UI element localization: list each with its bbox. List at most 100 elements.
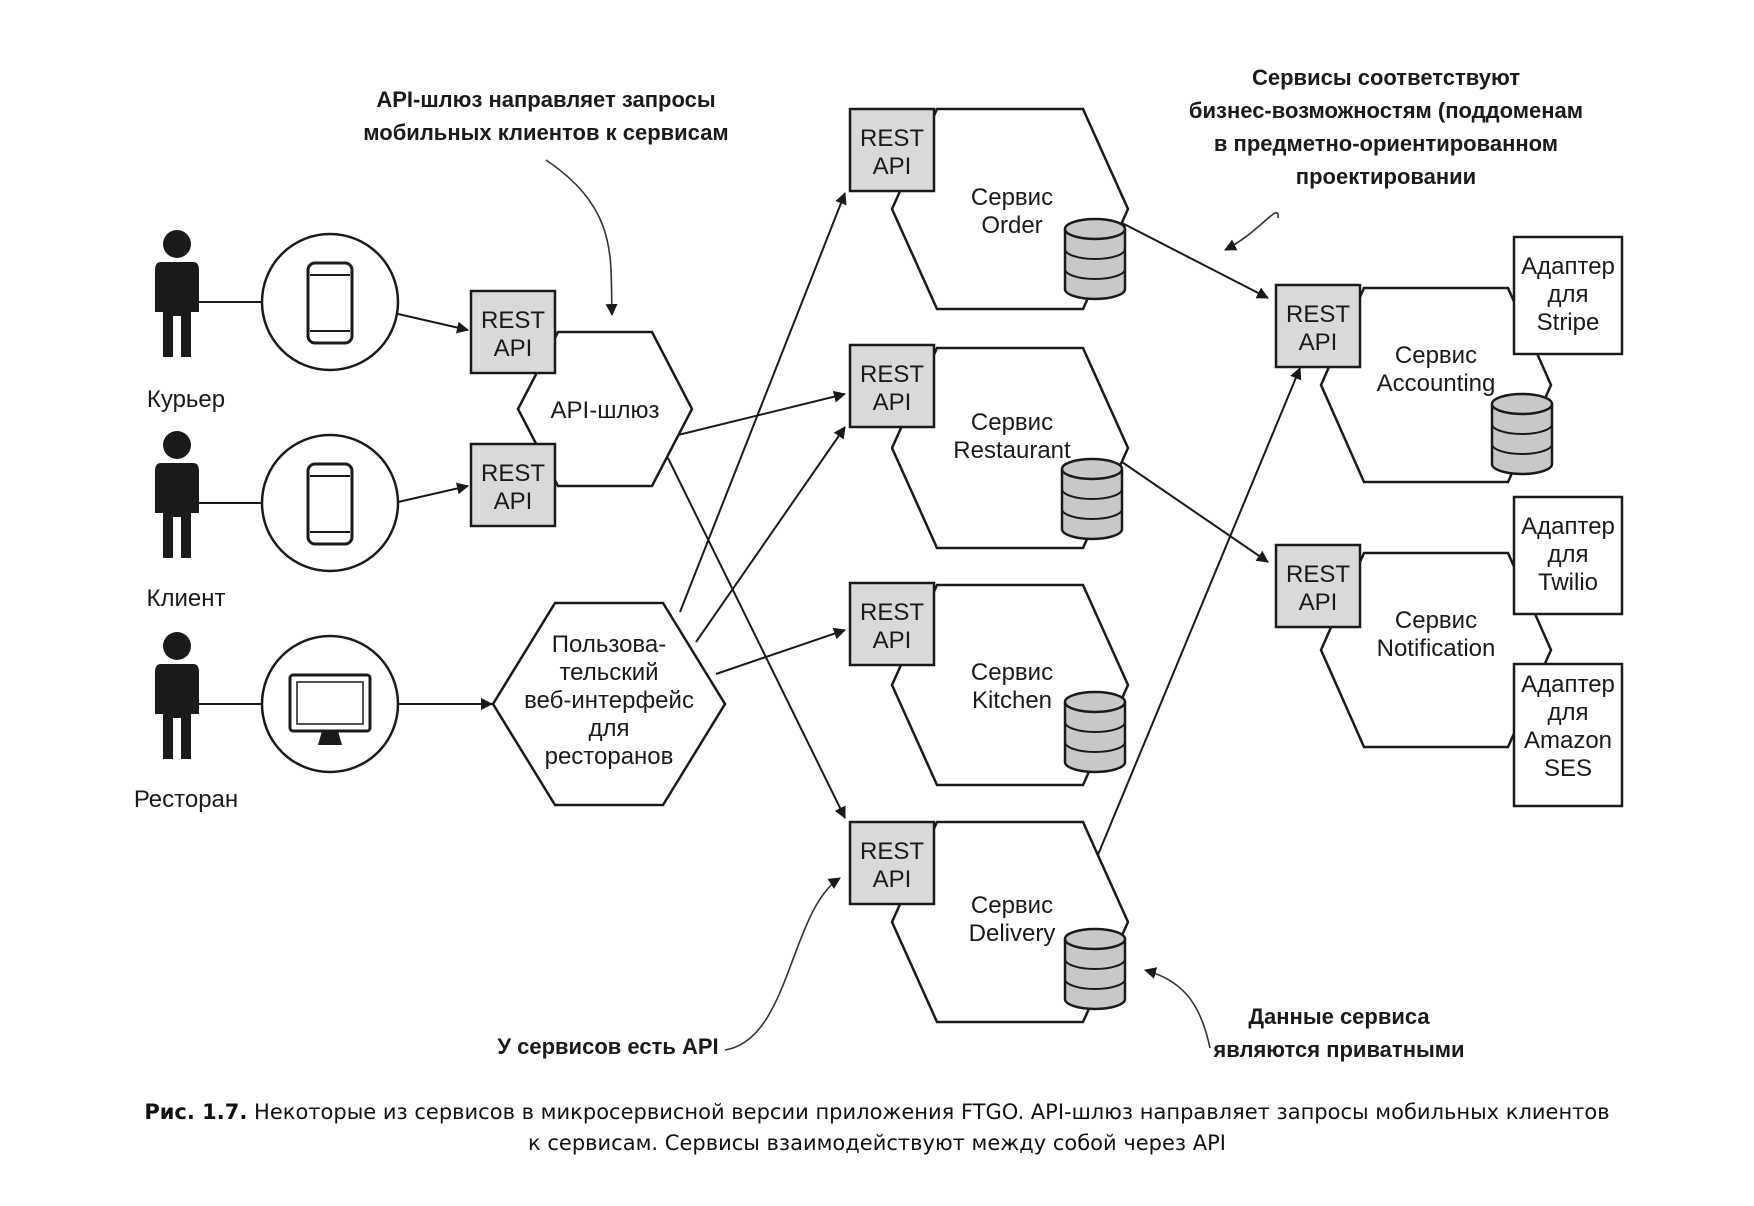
restaurant-service-label-line-1: Сервис — [971, 409, 1053, 436]
api-gateway-hexagon — [516, 330, 694, 488]
connectors — [196, 159, 1302, 1051]
actor-courier: Курьер — [147, 230, 225, 413]
caption-text-1: Некоторые из сервисов в микросервисной в… — [254, 1100, 1610, 1124]
rest-api-label-line-2: API — [1299, 329, 1338, 356]
rest-api-label-line-1: REST — [860, 599, 924, 626]
kitchen-service: Сервис Kitchen — [890, 583, 1130, 787]
restaurant-label: Ресторан — [134, 786, 238, 813]
order-to-accounting-arrow — [1121, 222, 1269, 299]
restaurant-database-icon — [1060, 457, 1124, 541]
ses-adapter-line-4: SES — [1544, 755, 1592, 782]
webui-to-order-arrow — [679, 192, 847, 613]
rest-api-label-line-2: API — [494, 488, 533, 515]
notification-rest-api: REST API — [1274, 543, 1362, 629]
accounting-service-label-line-2: Accounting — [1377, 370, 1496, 397]
delivery-service-label-line-2: Delivery — [969, 920, 1056, 947]
gateway-note-pointer — [545, 159, 618, 316]
rest-api-label-line-2: API — [1299, 589, 1338, 616]
note-services-have-api: У сервисов есть API — [497, 1034, 718, 1059]
gateway-to-delivery-arrow — [667, 457, 846, 819]
restaurant-web-ui: Пользова- тельский веб-интерфейс для рес… — [491, 601, 727, 807]
phone2-to-gateway-arrow — [397, 482, 469, 503]
web-ui-label-line-4: для — [588, 715, 629, 742]
webui-to-kitchen-arrow — [715, 627, 846, 675]
delivery-service-label-line-1: Сервис — [971, 892, 1053, 919]
note-gateway: API-шлюз направляет запросы мобильных кл… — [363, 87, 728, 145]
note-services-line-2: бизнес-возможностям (поддоменам — [1189, 98, 1583, 123]
notification-service-label-line-2: Notification — [1377, 635, 1496, 662]
restaurant-person-icon — [155, 632, 199, 759]
twilio-adapter-line-3: Twilio — [1538, 569, 1598, 596]
note-private-line-2: являются приватными — [1212, 1037, 1464, 1062]
actor-client: Клиент — [147, 431, 226, 612]
web-ui-label-line-5: ресторанов — [545, 743, 674, 770]
rest-api-label-line-2: API — [494, 335, 533, 362]
order-service-label-line-2: Order — [981, 212, 1042, 239]
monitor-icon — [288, 673, 372, 745]
rest-api-label-line-1: REST — [1286, 561, 1350, 588]
accounting-rest-api: REST API — [1274, 283, 1362, 369]
order-service-label-line-1: Сервис — [971, 184, 1053, 211]
note-services-line-4: проектировании — [1296, 164, 1476, 189]
stripe-adapter-line-2: для — [1547, 281, 1588, 308]
stripe-adapter: Адаптер для Stripe — [1512, 235, 1624, 356]
private-note-pointer — [1144, 967, 1211, 1049]
rest-api-label-line-1: REST — [860, 838, 924, 865]
order-service: Сервис Order — [890, 107, 1130, 311]
client-label: Клиент — [147, 585, 226, 612]
rest-api-label-line-1: REST — [1286, 301, 1350, 328]
note-gateway-line-1: API-шлюз направляет запросы — [376, 87, 715, 112]
kitchen-database-icon — [1063, 690, 1127, 774]
delivery-rest-api: REST API — [848, 820, 936, 906]
twilio-adapter-line-1: Адаптер — [1521, 513, 1615, 540]
courier-phone — [260, 232, 400, 372]
gateway-rest-api-2: REST API — [469, 442, 557, 528]
api-note-pointer — [724, 877, 841, 1051]
restaurant-service: Сервис Restaurant — [890, 346, 1130, 550]
figure-caption: Рис. 1.7. Некоторые из сервисов в микрос… — [144, 1100, 1609, 1155]
twilio-adapter: Адаптер для Twilio — [1512, 495, 1624, 616]
accounting-database-icon — [1490, 392, 1554, 476]
rest-api-label-line-2: API — [873, 627, 912, 654]
order-rest-api: REST API — [848, 107, 936, 193]
rest-api-label-line-1: REST — [860, 361, 924, 388]
note-private-data: Данные сервиса являются приватными — [1212, 1004, 1464, 1062]
twilio-adapter-line-2: для — [1547, 541, 1588, 568]
restaurant-service-label-line-2: Restaurant — [953, 437, 1071, 464]
rest-api-label-line-2: API — [873, 866, 912, 893]
webui-to-restaurant2-arrow — [695, 426, 846, 643]
smartphone-icon — [306, 462, 354, 546]
client-person-icon — [155, 431, 199, 558]
note-gateway-line-2: мобильных клиентов к сервисам — [363, 120, 728, 145]
api-gateway: API-шлюз — [516, 330, 694, 488]
rest-api-label-line-1: REST — [481, 307, 545, 334]
order-database-icon — [1063, 217, 1127, 301]
restaurant-rest-api: REST API — [848, 343, 936, 429]
ses-adapter-line-3: Amazon — [1524, 727, 1612, 754]
note-services-line-1: Сервисы соответствуют — [1252, 65, 1520, 90]
rest-api-label-line-1: REST — [860, 125, 924, 152]
actor-restaurant: Ресторан — [134, 632, 238, 813]
delivery-service: Сервис Delivery — [890, 820, 1130, 1024]
restaurant-web-ui-hexagon — [491, 601, 727, 807]
restaurant-to-notification-arrow — [1121, 461, 1269, 563]
delivery-database-icon — [1063, 927, 1127, 1011]
caption-prefix: Рис. 1.7. — [144, 1100, 247, 1124]
notification-service-label-line-1: Сервис — [1395, 607, 1477, 634]
courier-person-icon — [155, 230, 199, 357]
kitchen-service-label-line-2: Kitchen — [972, 687, 1052, 714]
stripe-adapter-line-1: Адаптер — [1521, 253, 1615, 280]
notification-service-hexagon — [1319, 551, 1553, 749]
services-note-pointer — [1224, 211, 1279, 251]
courier-label: Курьер — [147, 386, 225, 413]
ses-adapter-line-1: Адаптер — [1521, 671, 1615, 698]
note-services-match: Сервисы соответствуют бизнес-возможностя… — [1189, 65, 1583, 189]
amazon-ses-adapter: Адаптер для Amazon SES — [1512, 662, 1624, 808]
gateway-rest-api-1: REST API — [469, 289, 557, 375]
delivery-to-accounting-arrow — [1094, 367, 1302, 863]
kitchen-service-label-line-1: Сервис — [971, 659, 1053, 686]
rest-api-label-line-1: REST — [481, 460, 545, 487]
note-services-line-3: в предметно-ориентированном — [1214, 131, 1558, 156]
ses-adapter-line-2: для — [1547, 699, 1588, 726]
caption-line-1: Рис. 1.7. Некоторые из сервисов в микрос… — [144, 1100, 1609, 1124]
